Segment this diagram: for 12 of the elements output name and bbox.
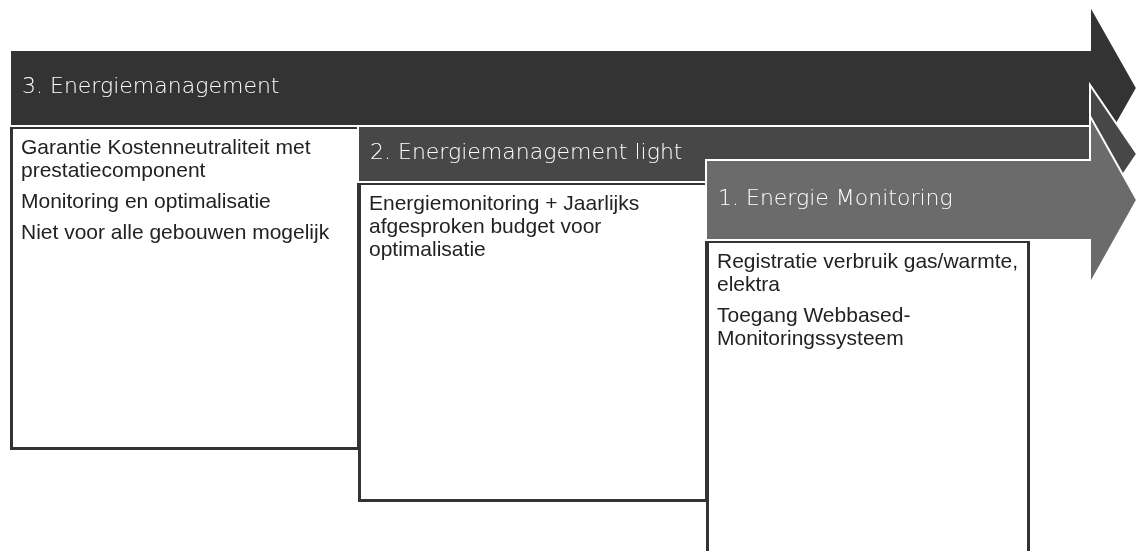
description-text: Monitoring en optimalisatie — [21, 189, 272, 212]
description-panel — [358, 182, 708, 502]
stage-heading: 1. Energie Monitoring — [718, 185, 953, 210]
stage-heading: 2. Energiemanagement light — [370, 139, 683, 164]
description-text: Niet voor alle gebouwen mogelijk — [21, 220, 331, 243]
description-text: Garantie Kostenneutraliteit met prestatiecomponent — [21, 135, 312, 181]
description-text: Energiemonitoring + Jaarlijks afgesproken budget voor optimalisatie — [369, 191, 641, 260]
description-text: Toegang Webbased-Monitoringssysteem — [717, 303, 912, 349]
stage-heading: 3. Energiemanagement — [22, 73, 280, 98]
description-panel — [10, 126, 360, 450]
description-text: Registratie verbruik gas/warmte, elektra — [717, 249, 1019, 295]
description-panel — [706, 240, 1030, 551]
